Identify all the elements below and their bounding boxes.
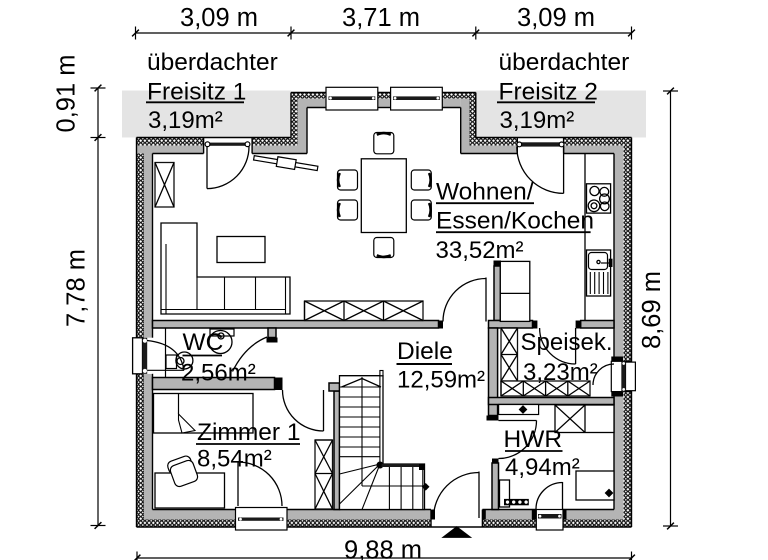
svg-text:9,88 m: 9,88 m bbox=[344, 537, 422, 560]
svg-text:3,09 m: 3,09 m bbox=[517, 4, 595, 32]
svg-text:7,78 m: 7,78 m bbox=[63, 249, 91, 327]
svg-text:Freisitz 1: Freisitz 1 bbox=[147, 79, 246, 106]
svg-text:4,94m²: 4,94m² bbox=[505, 454, 580, 481]
svg-text:3,09 m: 3,09 m bbox=[180, 4, 258, 32]
svg-text:0,91 m: 0,91 m bbox=[53, 55, 81, 133]
svg-text:8,54m²: 8,54m² bbox=[197, 446, 272, 473]
svg-text:33,52m²: 33,52m² bbox=[436, 237, 524, 264]
svg-text:3,19m²: 3,19m² bbox=[500, 107, 575, 134]
svg-text:Wohnen/: Wohnen/ bbox=[436, 179, 534, 206]
svg-text:überdachter: überdachter bbox=[147, 49, 278, 76]
svg-text:2,56m²: 2,56m² bbox=[181, 360, 256, 387]
svg-text:Speisek.: Speisek. bbox=[521, 329, 613, 356]
svg-text:3,19m²: 3,19m² bbox=[148, 107, 223, 134]
svg-text:HWR: HWR bbox=[504, 426, 563, 453]
svg-text:Diele: Diele bbox=[397, 338, 453, 365]
svg-text:Essen/Kochen: Essen/Kochen bbox=[436, 208, 594, 235]
svg-text:Freisitz 2: Freisitz 2 bbox=[499, 79, 598, 106]
svg-text:3,23m²: 3,23m² bbox=[523, 359, 598, 386]
svg-text:3,71 m: 3,71 m bbox=[342, 4, 420, 32]
svg-text:Zimmer 1: Zimmer 1 bbox=[197, 419, 300, 446]
svg-text:12,59m²: 12,59m² bbox=[397, 367, 485, 394]
svg-text:8,69 m: 8,69 m bbox=[638, 271, 666, 349]
svg-text:WC: WC bbox=[183, 329, 224, 356]
svg-text:überdachter: überdachter bbox=[499, 49, 630, 76]
